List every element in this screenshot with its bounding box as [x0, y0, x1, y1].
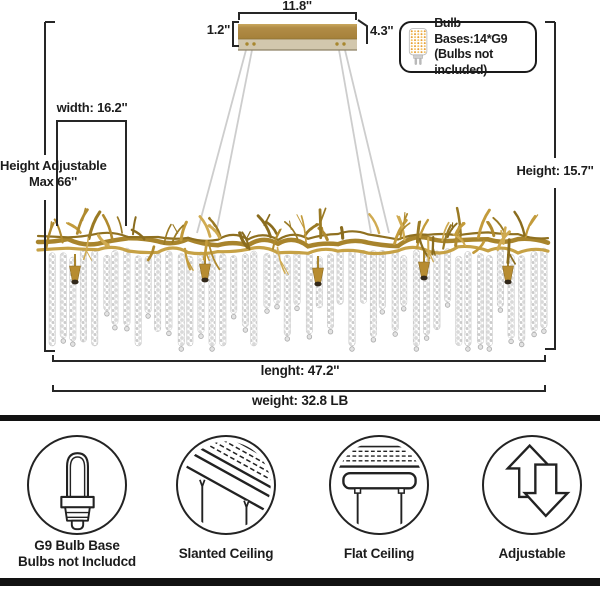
canopy-depth-label: 4.3'' — [370, 23, 394, 38]
feature-label-slanted: Slanted Ceiling — [178, 546, 274, 561]
feature-label-adjustable: Adjustable — [498, 546, 566, 561]
width-label: width: 16.2'' — [56, 100, 128, 115]
weight-bracket — [52, 385, 546, 392]
adjustable-icon — [504, 443, 570, 518]
dimension-lines — [44, 12, 556, 392]
height-adjustable-label: Height Adjustable Max 66'' — [0, 158, 107, 189]
length-label: lenght: 47.2'' — [260, 363, 340, 378]
g9-bulb-base-icon — [59, 451, 95, 530]
canopy-depth-bracket — [357, 19, 368, 44]
weight-label: weight: 32.8 LB — [251, 393, 348, 408]
top-divider — [0, 415, 600, 421]
ceiling-canopy — [238, 24, 357, 51]
width-bracket — [56, 120, 127, 226]
fixture-height-label: Height: 15.7'' — [516, 163, 594, 178]
g9-led-bulb-icon — [408, 28, 428, 65]
bottom-divider — [0, 578, 600, 586]
flat-ceiling-icon — [334, 445, 424, 526]
canopy-height-bracket — [232, 21, 239, 47]
length-bracket — [52, 355, 546, 362]
feature-label-g9: G9 Bulb Base Bulbs not Includcd — [18, 538, 136, 569]
feature-slanted-ceiling — [176, 435, 276, 535]
crystal-strands — [48, 247, 548, 352]
canopy-height-label: 1.2'' — [206, 22, 230, 37]
suspension-cables — [196, 49, 390, 234]
canopy-length-bracket — [238, 12, 357, 20]
canopy-length-label: 11.8'' — [282, 0, 312, 13]
bulb-info-text: Bulb Bases:14*G9 (Bulbs not included) — [434, 16, 508, 77]
feature-adjustable — [482, 435, 582, 535]
feature-label-flat: Flat Ceiling — [343, 546, 415, 561]
gold-branches — [35, 206, 551, 275]
feature-g9-bulb-base — [27, 435, 127, 535]
slanted-ceiling-icon — [181, 440, 271, 527]
chandelier-illustration — [35, 12, 556, 392]
feature-flat-ceiling — [329, 435, 429, 535]
bulb-info-callout: Bulb Bases:14*G9 (Bulbs not included) — [399, 16, 537, 77]
